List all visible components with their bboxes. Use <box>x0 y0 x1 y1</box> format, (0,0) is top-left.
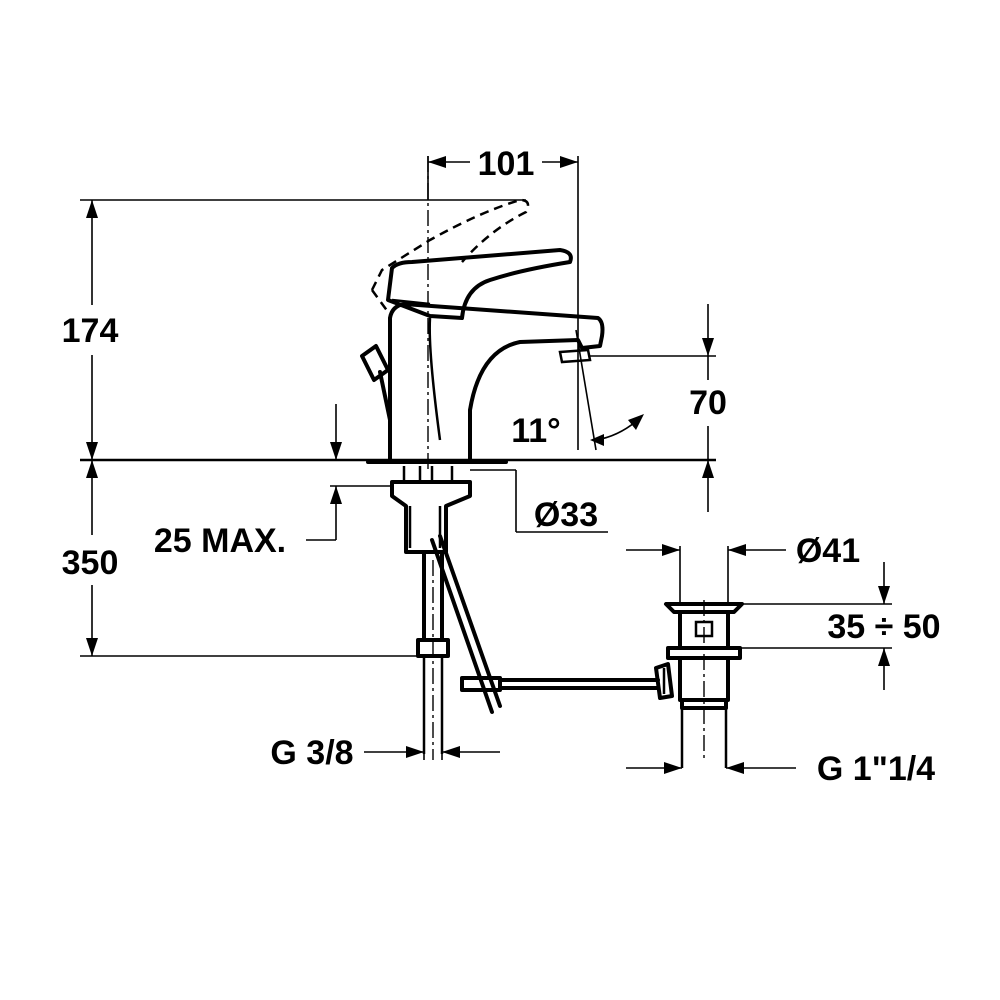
label-hole-33: Ø33 <box>534 496 598 534</box>
dim-hole-33 <box>470 469 608 533</box>
center-lines <box>427 156 705 760</box>
dim-spout-70 <box>588 304 716 512</box>
dim-deck-25 <box>306 404 342 541</box>
label-waste-range: 35 ÷ 50 <box>827 608 940 646</box>
label-inlet-thread: G 3/8 <box>270 734 353 772</box>
dim-waste-41 <box>626 544 786 604</box>
lever-handle <box>386 248 573 320</box>
dim-waste-range <box>740 562 892 690</box>
popup-linkage <box>430 534 660 714</box>
dim-angle-11 <box>575 329 644 451</box>
dim-hose-350 <box>80 460 418 657</box>
faucet-body <box>388 302 605 462</box>
dim-waste-thread <box>626 762 796 774</box>
label-deck-25: 25 MAX. <box>154 522 286 560</box>
dim-inlet-thread <box>364 720 500 760</box>
deck <box>80 458 716 487</box>
label-waste-thread: G 1"1/4 <box>817 750 935 788</box>
label-hose-350: 350 <box>62 544 119 582</box>
dim-width-101 <box>427 156 579 450</box>
waste-drain <box>654 602 744 768</box>
label-spout-70: 70 <box>689 384 727 422</box>
popup-knob <box>360 344 392 422</box>
label-angle-11: 11° <box>511 412 561 450</box>
label-width-101: 101 <box>478 145 535 183</box>
lever-handle-raised <box>370 198 530 313</box>
label-height-174: 174 <box>62 312 119 350</box>
dim-height-174 <box>80 199 526 460</box>
label-waste-41: Ø41 <box>796 532 860 570</box>
